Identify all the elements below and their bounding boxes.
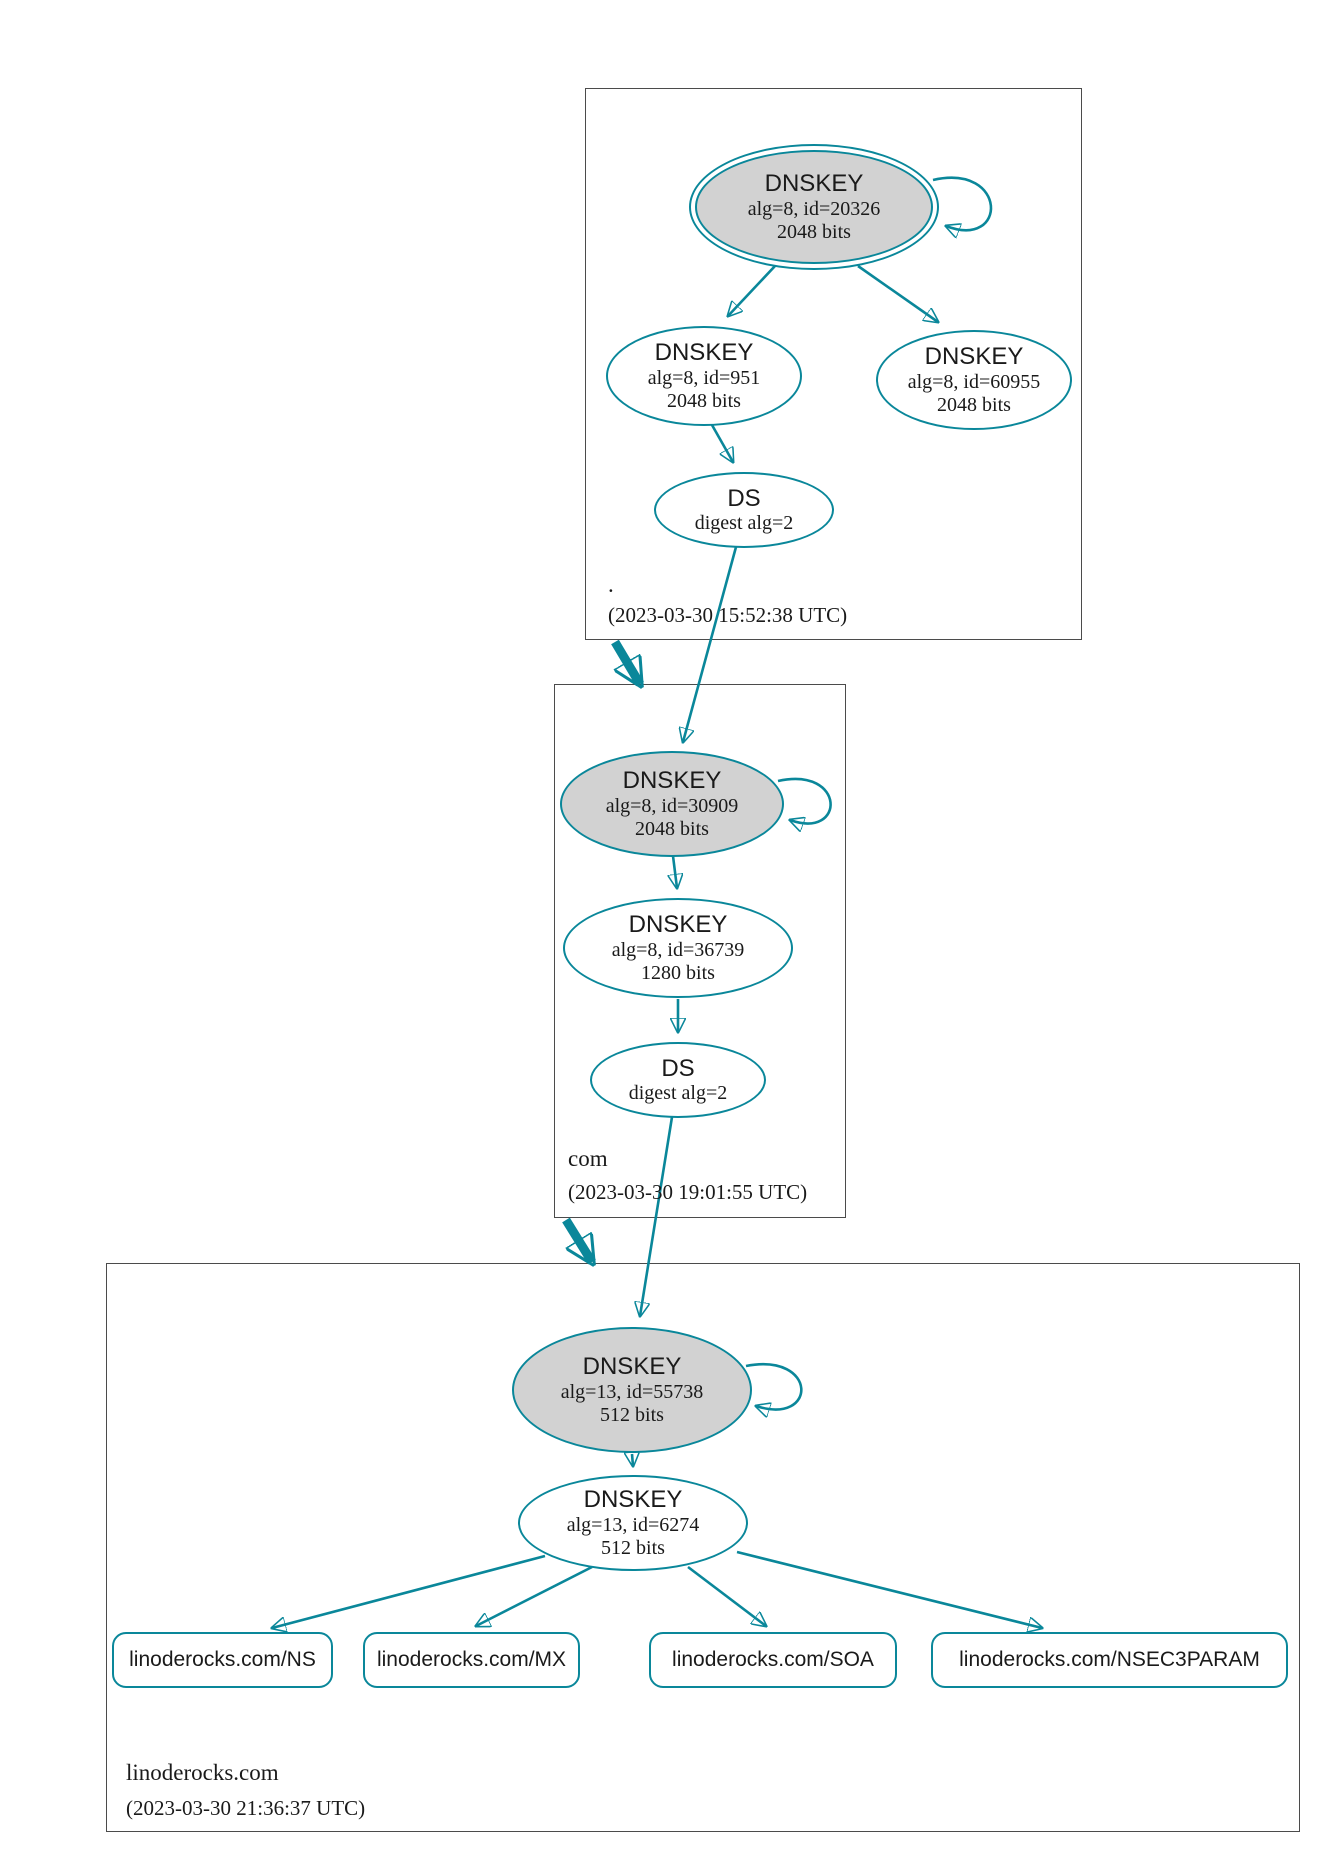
edge-lino-ksk-selfloop (745, 1363, 803, 1409)
dnskey-node-lino-zsk[interactable]: DNSKEY alg=13, id=6274 512 bits (518, 1475, 748, 1571)
zone-label-com: com (568, 1146, 608, 1171)
record-node-ns[interactable]: linoderocks.com/NS (112, 1632, 333, 1688)
edge-com-ksk-to-zsk (673, 855, 677, 888)
edge-com-ksk-selfloop (777, 777, 832, 823)
edge-lino-zsk-to-nsec3param (736, 1550, 1042, 1628)
zone-box-linoderocks (106, 1263, 1300, 1832)
node-detail: alg=8, id=20326 (747, 197, 881, 220)
edge-root-ksk-to-zsk1 (728, 265, 776, 316)
node-detail: alg=8, id=30909 (605, 794, 739, 817)
node-detail: digest alg=2 (694, 512, 794, 535)
node-detail: 2048 bits (667, 389, 741, 412)
node-title: DNSKEY (583, 1486, 683, 1514)
node-title: DS (727, 484, 761, 512)
node-detail: alg=8, id=36739 (611, 938, 745, 961)
node-title: DNSKEY (764, 170, 864, 198)
edge-root-zsk1-to-ds (710, 424, 733, 462)
record-node-nsec3param[interactable]: linoderocks.com/NSEC3PARAM (931, 1632, 1288, 1688)
edge-lino-ksk-to-zsk (632, 1454, 633, 1466)
edge-lino-zsk-to-soa (687, 1565, 766, 1626)
ds-node-root[interactable]: DS digest alg=2 (654, 472, 834, 548)
node-title: DNSKEY (582, 1353, 682, 1381)
edge-lino-zsk-to-ns (272, 1554, 546, 1628)
record-node-mx[interactable]: linoderocks.com/MX (363, 1632, 580, 1688)
edge-root-ksk-selfloop (932, 176, 993, 230)
node-detail: 2048 bits (777, 220, 851, 243)
zone-timestamp-com: (2023-03-30 19:01:55 UTC) (568, 1180, 808, 1204)
edge-delegation-root-com (611, 639, 640, 684)
node-title: DNSKEY (924, 343, 1024, 371)
node-detail: alg=13, id=6274 (566, 1513, 700, 1536)
node-title: DNSKEY (622, 767, 722, 795)
node-title: DNSKEY (628, 911, 728, 939)
zone-label-root: . (608, 572, 614, 597)
dnskey-node-com-ksk[interactable]: DNSKEY alg=8, id=30909 2048 bits (560, 751, 784, 857)
node-detail: alg=8, id=60955 (907, 370, 1041, 393)
edge-delegation-com-lino (562, 1217, 592, 1262)
zone-timestamp-lino: (2023-03-30 21:36:37 UTC) (126, 1796, 366, 1820)
dnskey-node-lino-ksk[interactable]: DNSKEY alg=13, id=55738 512 bits (512, 1327, 752, 1453)
node-detail: digest alg=2 (628, 1082, 728, 1105)
edge-lino-zsk-to-mx (476, 1565, 593, 1626)
zone-box-root (585, 88, 1082, 640)
dnskey-node-root-ksk[interactable]: DNSKEY alg=8, id=20326 2048 bits (689, 144, 939, 270)
node-detail: 2048 bits (635, 817, 709, 840)
zone-label-lino: linoderocks.com (126, 1760, 279, 1785)
zone-box-com (554, 684, 846, 1218)
node-detail: 2048 bits (937, 393, 1011, 416)
zone-timestamp-root: (2023-03-30 15:52:38 UTC) (608, 603, 848, 627)
node-detail: 512 bits (600, 1403, 664, 1426)
ds-node-com[interactable]: DS digest alg=2 (590, 1042, 766, 1118)
node-detail: alg=13, id=55738 (560, 1380, 704, 1403)
dnskey-node-root-zsk2[interactable]: DNSKEY alg=8, id=60955 2048 bits (876, 330, 1072, 430)
node-title: DNSKEY (654, 339, 754, 367)
node-detail: 1280 bits (641, 961, 715, 984)
node-detail: 512 bits (601, 1536, 665, 1559)
edge-root-ksk-to-zsk2 (857, 264, 938, 322)
dnskey-node-com-zsk[interactable]: DNSKEY alg=8, id=36739 1280 bits (563, 898, 793, 998)
dnskey-node-root-zsk1[interactable]: DNSKEY alg=8, id=951 2048 bits (606, 326, 802, 426)
edge-com-ds-to-lino-ksk (640, 1116, 674, 1316)
record-node-soa[interactable]: linoderocks.com/SOA (649, 1632, 897, 1688)
edge-root-ds-to-com-ksk (683, 546, 738, 742)
node-title: DS (661, 1054, 695, 1082)
ksk-inner-ring: DNSKEY alg=8, id=20326 2048 bits (695, 150, 933, 264)
node-detail: alg=8, id=951 (647, 366, 761, 389)
